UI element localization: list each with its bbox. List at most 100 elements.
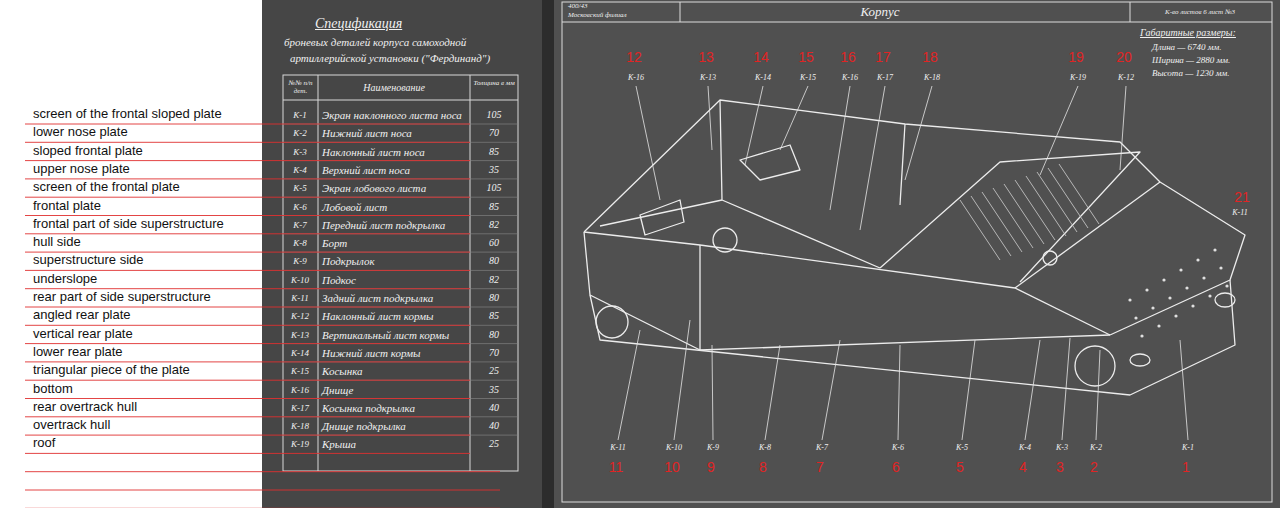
part-tag: К-18 — [924, 73, 940, 82]
part-name-english: sloped frontal plate — [33, 143, 143, 158]
spec-subtitle: артиллерийской установки ("Фердинанд") — [290, 52, 490, 65]
part-name-russian: Лобовой лист — [322, 200, 387, 213]
thickness-value: 105 — [487, 109, 502, 121]
dimension: Ширина — 2880 мм. — [1152, 55, 1230, 65]
part-tag: К-15 — [800, 73, 816, 82]
part-name-russian: Косынка подкрылка — [322, 401, 415, 414]
part-name-russian: Подкос — [322, 273, 356, 286]
drawn-line — [860, 86, 885, 230]
rivet — [1213, 248, 1216, 251]
part-name-russian: Экран лобового листа — [322, 182, 426, 195]
part-tag: К-3 — [1056, 443, 1068, 452]
callout-number: 4 — [1019, 459, 1027, 475]
part-name-english: vertical rear plate — [33, 326, 133, 341]
title-block-text: К-во листов 6 лист №3 — [1165, 8, 1235, 16]
part-name-english: rear overtrack hull — [33, 399, 137, 414]
rivet — [1208, 294, 1211, 297]
part-tag: К-13 — [700, 73, 716, 82]
drawn-line — [1062, 338, 1070, 440]
drawn-line — [636, 86, 660, 200]
thickness-value: 80 — [489, 256, 499, 268]
part-name-english: hull side — [33, 235, 81, 250]
callout-number: 8 — [759, 459, 767, 475]
rivet — [1196, 258, 1199, 261]
thickness-value: 25 — [489, 365, 499, 377]
drawn-line — [765, 345, 780, 440]
rivet — [1168, 296, 1171, 299]
part-code: К-17 — [291, 403, 309, 413]
part-code: К-4 — [293, 165, 306, 175]
part-tag: К-14 — [755, 73, 771, 82]
rivet — [1151, 306, 1154, 309]
rivet — [1191, 304, 1194, 307]
thickness-value: 40 — [489, 402, 499, 414]
part-code: К-8 — [293, 238, 306, 248]
callout-number: 12 — [626, 49, 642, 65]
callout-number: 15 — [798, 49, 814, 65]
part-name-english: underslope — [33, 271, 97, 286]
drawn-line — [745, 86, 763, 165]
drawn-line — [25, 380, 470, 381]
drawn-line — [830, 86, 850, 210]
rivet — [1185, 286, 1188, 289]
part-name-russian: Экран наклонного листа носа — [322, 109, 462, 122]
part-name-russian: Передний лист подкрылка — [322, 218, 445, 231]
part-name-english: bottom — [33, 381, 73, 396]
part-tag: К-11 — [1232, 208, 1247, 217]
callout-number: 7 — [816, 459, 824, 475]
callout-number: 18 — [922, 49, 938, 65]
callout-number: 14 — [753, 49, 769, 65]
part-code: К-1 — [293, 110, 306, 120]
part-name-russian: Вертикальный лист кормы — [322, 328, 449, 341]
drawn-line — [780, 86, 808, 150]
callout-number: 5 — [956, 459, 964, 475]
rivet — [1179, 268, 1182, 271]
part-tag: К-16 — [842, 73, 858, 82]
thickness-value: 35 — [489, 384, 499, 396]
thickness-value: 80 — [489, 292, 499, 304]
drawing-title: Корпус — [860, 5, 899, 20]
rivet — [1140, 334, 1143, 337]
rivet — [1134, 316, 1137, 319]
callout-number: 9 — [707, 459, 715, 475]
thickness-value: 82 — [489, 219, 499, 231]
part-name-english: angled rear plate — [33, 308, 131, 323]
dimensions-heading: Габаритные размеры: — [1140, 27, 1236, 39]
part-code: К-18 — [291, 421, 309, 431]
part-tag: К-17 — [877, 73, 893, 82]
part-name-english: frontal plate — [33, 198, 101, 213]
thickness-value: 25 — [489, 439, 499, 451]
part-code: К-14 — [291, 348, 309, 358]
thickness-value: 70 — [489, 347, 499, 359]
callout-number: 21 — [1234, 189, 1250, 205]
rivet — [1225, 284, 1228, 287]
part-name-russian: Нижний лист кормы — [322, 347, 420, 360]
drawn-line — [822, 340, 840, 440]
rivet — [1128, 298, 1131, 301]
part-tag: К-5 — [956, 443, 968, 452]
part-name-english: frontal part of side superstructure — [33, 216, 224, 231]
thickness-value: 70 — [489, 128, 499, 140]
part-code: К-13 — [291, 329, 309, 339]
part-name-russian: Подкрылок — [322, 255, 375, 268]
part-tag: К-11 — [610, 443, 625, 452]
rivet — [1145, 288, 1148, 291]
callout-number: 11 — [609, 459, 624, 475]
thickness-value: 85 — [489, 201, 499, 213]
part-code: К-2 — [293, 128, 306, 138]
part-tag: К-12 — [1118, 73, 1134, 82]
rivet — [1219, 266, 1222, 269]
part-tag: К-2 — [1090, 443, 1102, 452]
callout-number: 20 — [1116, 49, 1132, 65]
part-code: К-9 — [293, 256, 306, 266]
drawn-line — [1180, 340, 1188, 440]
part-name-russian: Задний лист подкрылка — [322, 292, 433, 305]
drawn-line — [1096, 350, 1100, 440]
drawn-line — [25, 490, 500, 491]
part-name-english: superstructure side — [33, 253, 144, 268]
dimension: Длина — 6740 мм. — [1152, 42, 1222, 52]
part-tag: К-6 — [892, 443, 904, 452]
callout-number: 16 — [840, 49, 856, 65]
drawn-line — [962, 340, 975, 440]
